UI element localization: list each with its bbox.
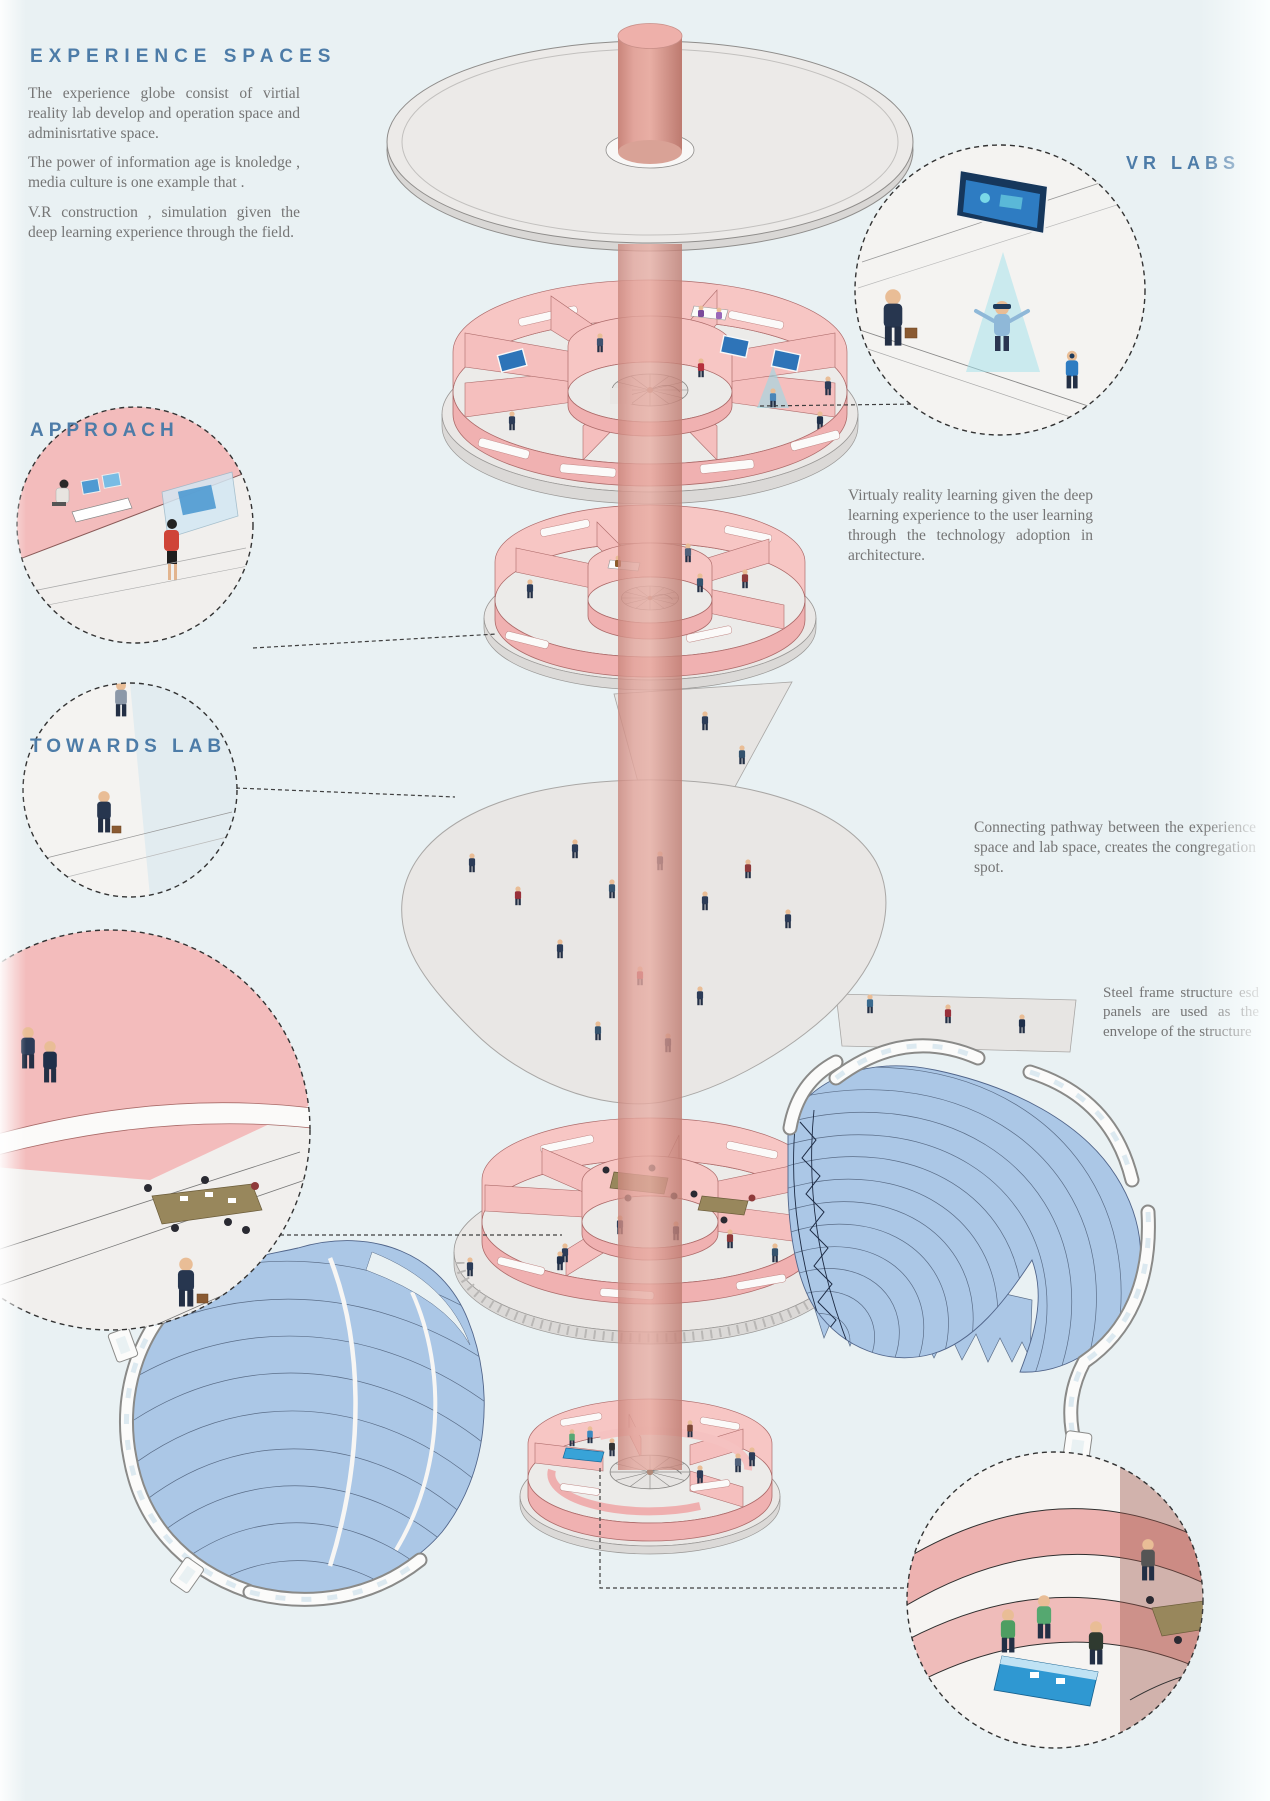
briefcase-icon [111, 825, 122, 834]
walkway [835, 993, 1077, 1053]
experience-spaces-heading: EXPERIENCE SPACES [30, 46, 337, 67]
callout-towards-lab-circle [22, 682, 238, 898]
central-column [618, 244, 682, 1470]
floor-ring-4 [519, 1398, 781, 1555]
tv-screen-icon [954, 168, 1050, 236]
reception-desk [562, 1426, 615, 1463]
roof-disc [386, 23, 914, 252]
shell-right-frame-arcs [782, 1038, 1156, 1470]
vr-labs-paragraph: Virtualy reality learning given the deep… [848, 487, 1093, 564]
vr-user-figure [974, 301, 1030, 351]
connecting-pathway-paragraph: Connecting pathway between the experienc… [974, 819, 1256, 876]
right-edge-gradient [1200, 0, 1270, 1801]
reception-desk [993, 1655, 1099, 1707]
experience-paragraph-2: The power of information age is knoledge… [28, 154, 300, 191]
shell-right [782, 1038, 1156, 1470]
wall-screen-icon [496, 334, 802, 373]
briefcase-icon [904, 327, 918, 339]
experience-paragraph-1: The experience globe consist of virtial … [28, 85, 300, 142]
experience-paragraph-3: V.R construction , simulation given the … [28, 204, 300, 241]
shell-left [107, 1240, 485, 1607]
column-top [618, 36, 682, 152]
vr-cone-icon [757, 366, 789, 408]
briefcase-icon [196, 1293, 209, 1304]
callout-approach-circle [16, 406, 254, 644]
plaza-deck [401, 681, 1077, 1105]
callout-vr-labs-circle [854, 144, 1146, 436]
towards-lab-heading: TOWARDS LAB [30, 736, 227, 757]
shell-left-frame-ribbon [107, 1273, 428, 1607]
approach-heading: APPROACH [30, 420, 179, 441]
left-edge-gradient [0, 0, 26, 1801]
approach-person [164, 519, 179, 580]
floor-ring-1 [441, 279, 859, 505]
leader-lines [235, 403, 919, 1589]
